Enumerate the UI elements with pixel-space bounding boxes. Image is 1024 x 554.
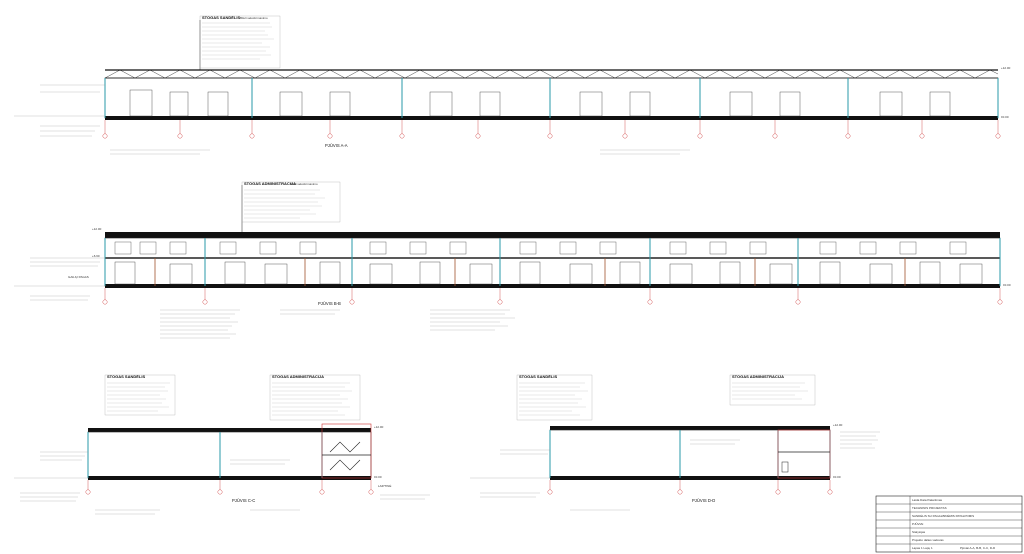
section-title-dd: PJŪVIS D-D <box>692 498 715 503</box>
notes-bb <box>14 257 515 339</box>
level-zero-dd: ±0.00 <box>833 475 841 479</box>
section-c-c: STOGAS SANDĖLIS STOGAS ADMINISTRACIJA <box>14 374 430 515</box>
roof-annotation-aa-sub: Bituli sekoformavimo <box>240 16 268 20</box>
roof-slab-dd <box>550 426 830 430</box>
level-top-cc: +12.00 <box>374 425 384 429</box>
section-b-b: STOGAS ADMINISTRACIJA Bituli sekoformavi… <box>14 181 1011 339</box>
left-annotation-cc-title: STOGAS SANDĖLIS <box>107 374 145 379</box>
title-block-row-0: Laida Data Pakeitimas <box>912 498 943 502</box>
building-outline-aa <box>104 77 999 119</box>
section-title-cc: PJŪVIS C-C <box>232 498 255 503</box>
left-annotation-dd-title: STOGAS SANDĖLIS <box>519 374 557 379</box>
title-block-row-2: SANDĖLIS SU PAGALBINĖMIS PATALPOMIS <box>912 513 974 518</box>
title-block: Laida Data Pakeitimas TECHNINIS PROJEKTA… <box>875 495 1023 553</box>
roof-annotation-aa: STOGAS SANDĖLIS Bituli sekoformavimo <box>199 15 281 70</box>
title-block-row-6: Lapas 1 Lapų 1 <box>912 546 933 550</box>
roof-truss-aa <box>104 69 999 79</box>
notes-cc <box>14 451 430 515</box>
title-block-row-5: Projekto dalies vadovas <box>912 538 944 542</box>
section-title-bb: PJŪVIS B-B <box>318 301 341 306</box>
roof-annotation-aa-title: STOGAS SANDĖLIS <box>202 15 240 20</box>
left-note-bb: GAILIŲ PAGAS <box>68 275 89 279</box>
level-zero-aa: ±0.00 <box>1001 115 1009 119</box>
level-zero-bb: ±0.00 <box>1003 283 1011 287</box>
level-top-bb: +12.00 <box>92 227 102 231</box>
columns-cc <box>87 432 323 478</box>
left-annotation-dd: STOGAS SANDĖLIS <box>516 374 593 421</box>
floor-slab-dd <box>550 476 830 480</box>
annex-dd <box>777 429 831 479</box>
roof-slab-cc <box>88 428 371 432</box>
section-d-d: STOGAS SANDĖLIS STOGAS ADMINISTRACIJA <box>470 374 880 511</box>
floor-slab-bb <box>105 284 1000 288</box>
partitions-bb <box>154 258 906 286</box>
level-mid-bb: +6.60 <box>92 254 100 258</box>
columns-aa <box>104 78 999 118</box>
roof-slab-bb <box>105 232 1000 238</box>
roof-annotation-bb-title: STOGAS ADMINISTRACIJA <box>244 181 296 186</box>
left-annotation-cc: STOGAS SANDĖLIS <box>104 374 176 416</box>
level-top-dd: +12.00 <box>833 423 843 427</box>
section-a-a: STOGAS SANDĖLIS Bituli sekoformavimo <box>14 15 1011 155</box>
roof-annotation-bb: STOGAS ADMINISTRACIJA Bituli sekoformavi… <box>241 181 341 232</box>
roof-annotation-bb-sub: Bituli sekoformavimo <box>290 182 318 186</box>
right-annotation-cc-title: STOGAS ADMINISTRACIJA <box>272 374 324 379</box>
left-notes-aa <box>14 84 690 155</box>
title-block-row-1: TECHNINIS PROJEKTAS <box>912 506 947 510</box>
columns-bb <box>104 238 1001 286</box>
level-top-aa: +12.00 <box>1001 66 1011 70</box>
stairwell-cc: LAIPTINĖ <box>321 423 391 488</box>
level-zero-cc: ±0.00 <box>374 475 382 479</box>
title-block-row-7: Pjūviai A-A, B-B, C-C, D-D <box>960 546 996 550</box>
grid-axes-dd <box>547 480 833 495</box>
grid-axes-bb <box>102 288 1003 305</box>
floor-slab-cc <box>88 476 371 480</box>
upper-windows-bb <box>114 241 967 255</box>
grid-axes-aa <box>102 120 1001 139</box>
grid-axes-cc <box>85 480 374 495</box>
notes-dd <box>470 431 880 511</box>
right-annotation-cc: STOGAS ADMINISTRACIJA <box>269 374 361 421</box>
right-annotation-dd-title: STOGAS ADMINISTRACIJA <box>732 374 784 379</box>
stair-note-cc: LAIPTINĖ <box>378 483 391 488</box>
section-title-aa: PJŪVIS A-A <box>325 143 348 148</box>
right-annotation-dd: STOGAS ADMINISTRACIJA <box>729 374 816 406</box>
title-block-row-4: Statytojas <box>912 530 926 534</box>
lower-rooms-bb <box>114 261 983 285</box>
title-block-row-3: PJŪVIAI <box>912 522 924 526</box>
floor-slab-aa <box>105 116 998 120</box>
door-openings-aa <box>129 89 951 117</box>
